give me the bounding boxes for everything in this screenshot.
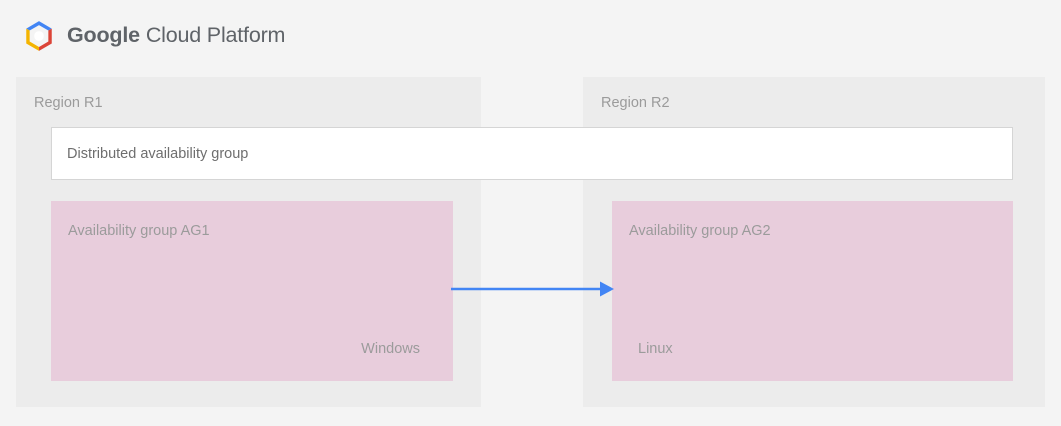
region-label-r1: Region R1 xyxy=(34,95,103,111)
availability-group-box-ag1: Availability group AG1 Windows xyxy=(51,201,453,381)
availability-group-os-ag2: Linux xyxy=(638,341,673,357)
replication-arrow-icon xyxy=(451,281,614,297)
google-cloud-platform-logo-icon xyxy=(26,21,52,51)
availability-group-title-ag2: Availability group AG2 xyxy=(629,223,771,239)
region-label-r2: Region R2 xyxy=(601,95,670,111)
availability-group-title-ag1: Availability group AG1 xyxy=(68,223,210,239)
brand-name-cloud-platform: Cloud Platform xyxy=(145,23,286,48)
availability-group-box-ag2: Availability group AG2 Linux xyxy=(612,201,1013,381)
distributed-availability-group-label: Distributed availability group xyxy=(67,145,249,162)
distributed-availability-group-box: Distributed availability group xyxy=(51,127,1013,180)
brand-name-google: Google xyxy=(67,23,140,48)
availability-group-os-ag1: Windows xyxy=(361,341,420,357)
